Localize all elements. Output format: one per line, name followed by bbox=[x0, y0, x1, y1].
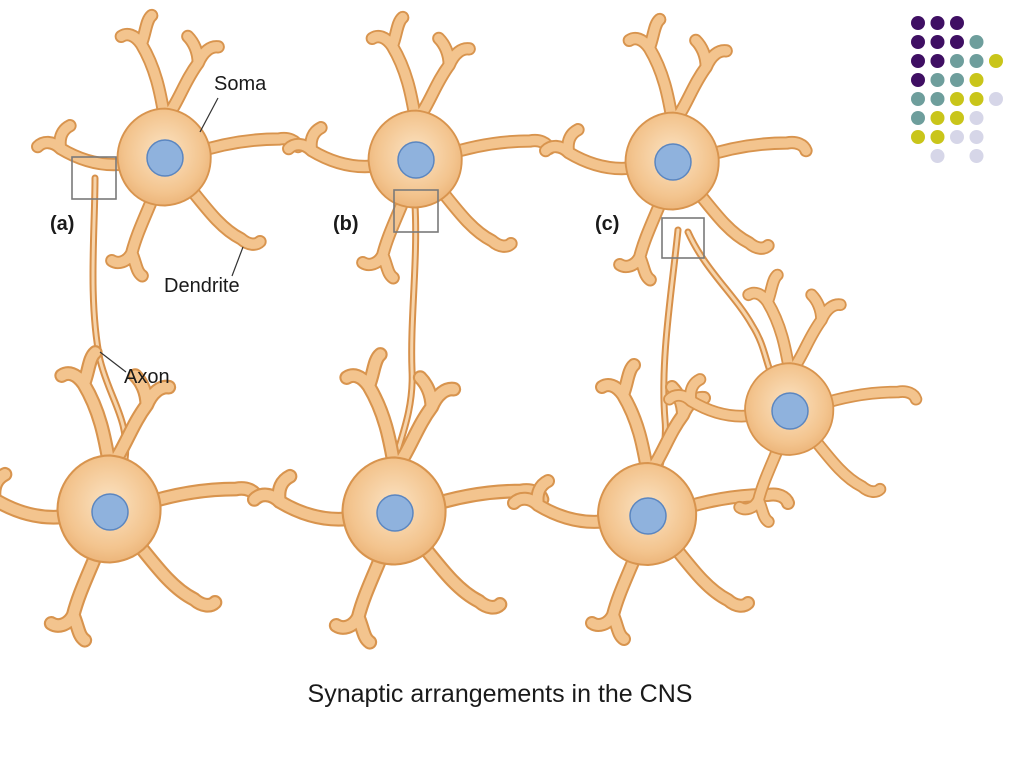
axon-pointer bbox=[99, 351, 127, 373]
soma-label: Soma bbox=[214, 73, 267, 95]
synapse-box-b bbox=[393, 189, 439, 233]
synapse-box-c bbox=[661, 217, 705, 259]
soma-pointer bbox=[199, 97, 219, 133]
axon-label: Axon bbox=[124, 366, 170, 388]
nucleus-c-bottom bbox=[629, 497, 667, 535]
nucleus-a-top bbox=[146, 139, 184, 177]
panel-c: (c) bbox=[514, 19, 916, 639]
dendrite-pointer bbox=[231, 246, 244, 277]
nucleus-c-right bbox=[771, 392, 809, 430]
neuron-a-bottom bbox=[0, 353, 257, 641]
slide-caption: Synaptic arrangements in the CNS bbox=[0, 680, 1000, 709]
nucleus-b-bottom bbox=[376, 494, 414, 532]
panel-b: (b) bbox=[254, 17, 549, 642]
nucleus-a-bottom bbox=[91, 493, 129, 531]
dendrite-label: Dendrite bbox=[164, 275, 240, 297]
panel-b-label: (b) bbox=[333, 213, 359, 235]
panel-c-label: (c) bbox=[595, 213, 619, 235]
nucleus-b-top bbox=[397, 141, 435, 179]
synapse-box-a bbox=[71, 156, 117, 200]
caption-text: Synaptic arrangements in the CNS bbox=[307, 680, 693, 708]
panel-a-label: (a) bbox=[50, 213, 74, 235]
panel-a: (a) Soma Dendrite Axon bbox=[0, 15, 298, 640]
nucleus-c-top bbox=[654, 143, 692, 181]
